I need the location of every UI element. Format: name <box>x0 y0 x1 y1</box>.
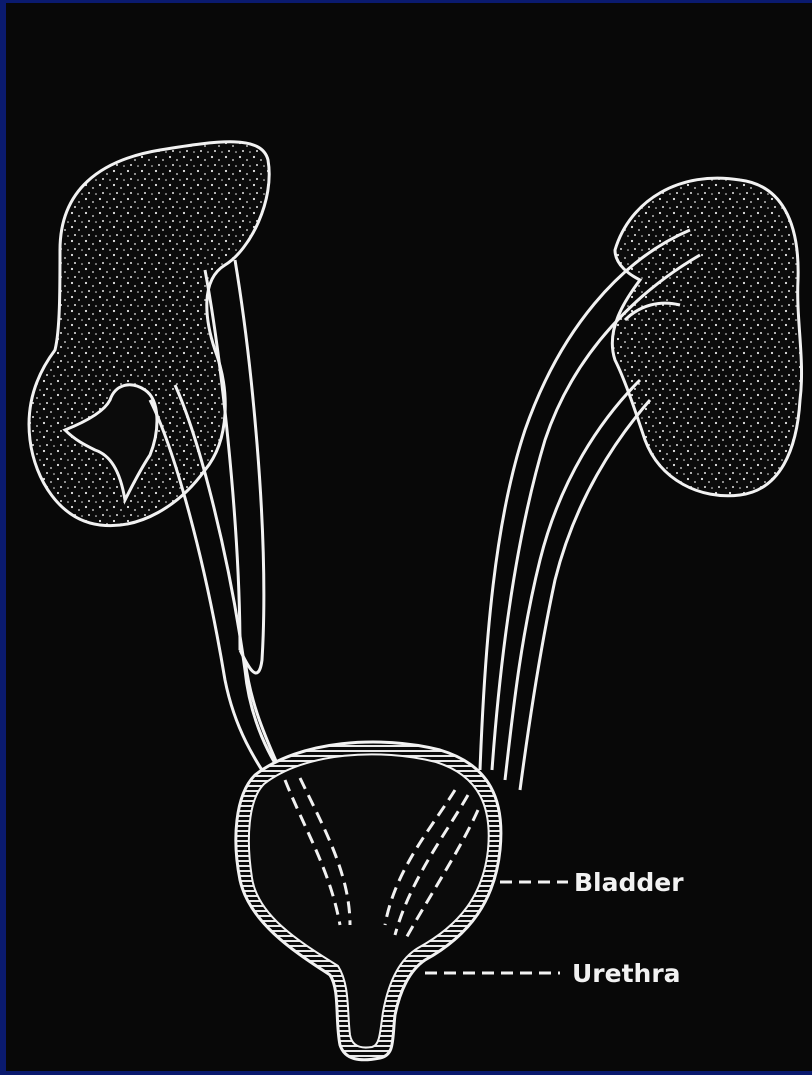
bladder-label: Bladder <box>574 868 684 897</box>
urethra-label: Urethra <box>572 959 681 988</box>
left-kidney <box>29 142 269 526</box>
right-kidney <box>612 178 801 496</box>
bladder <box>236 742 501 1060</box>
